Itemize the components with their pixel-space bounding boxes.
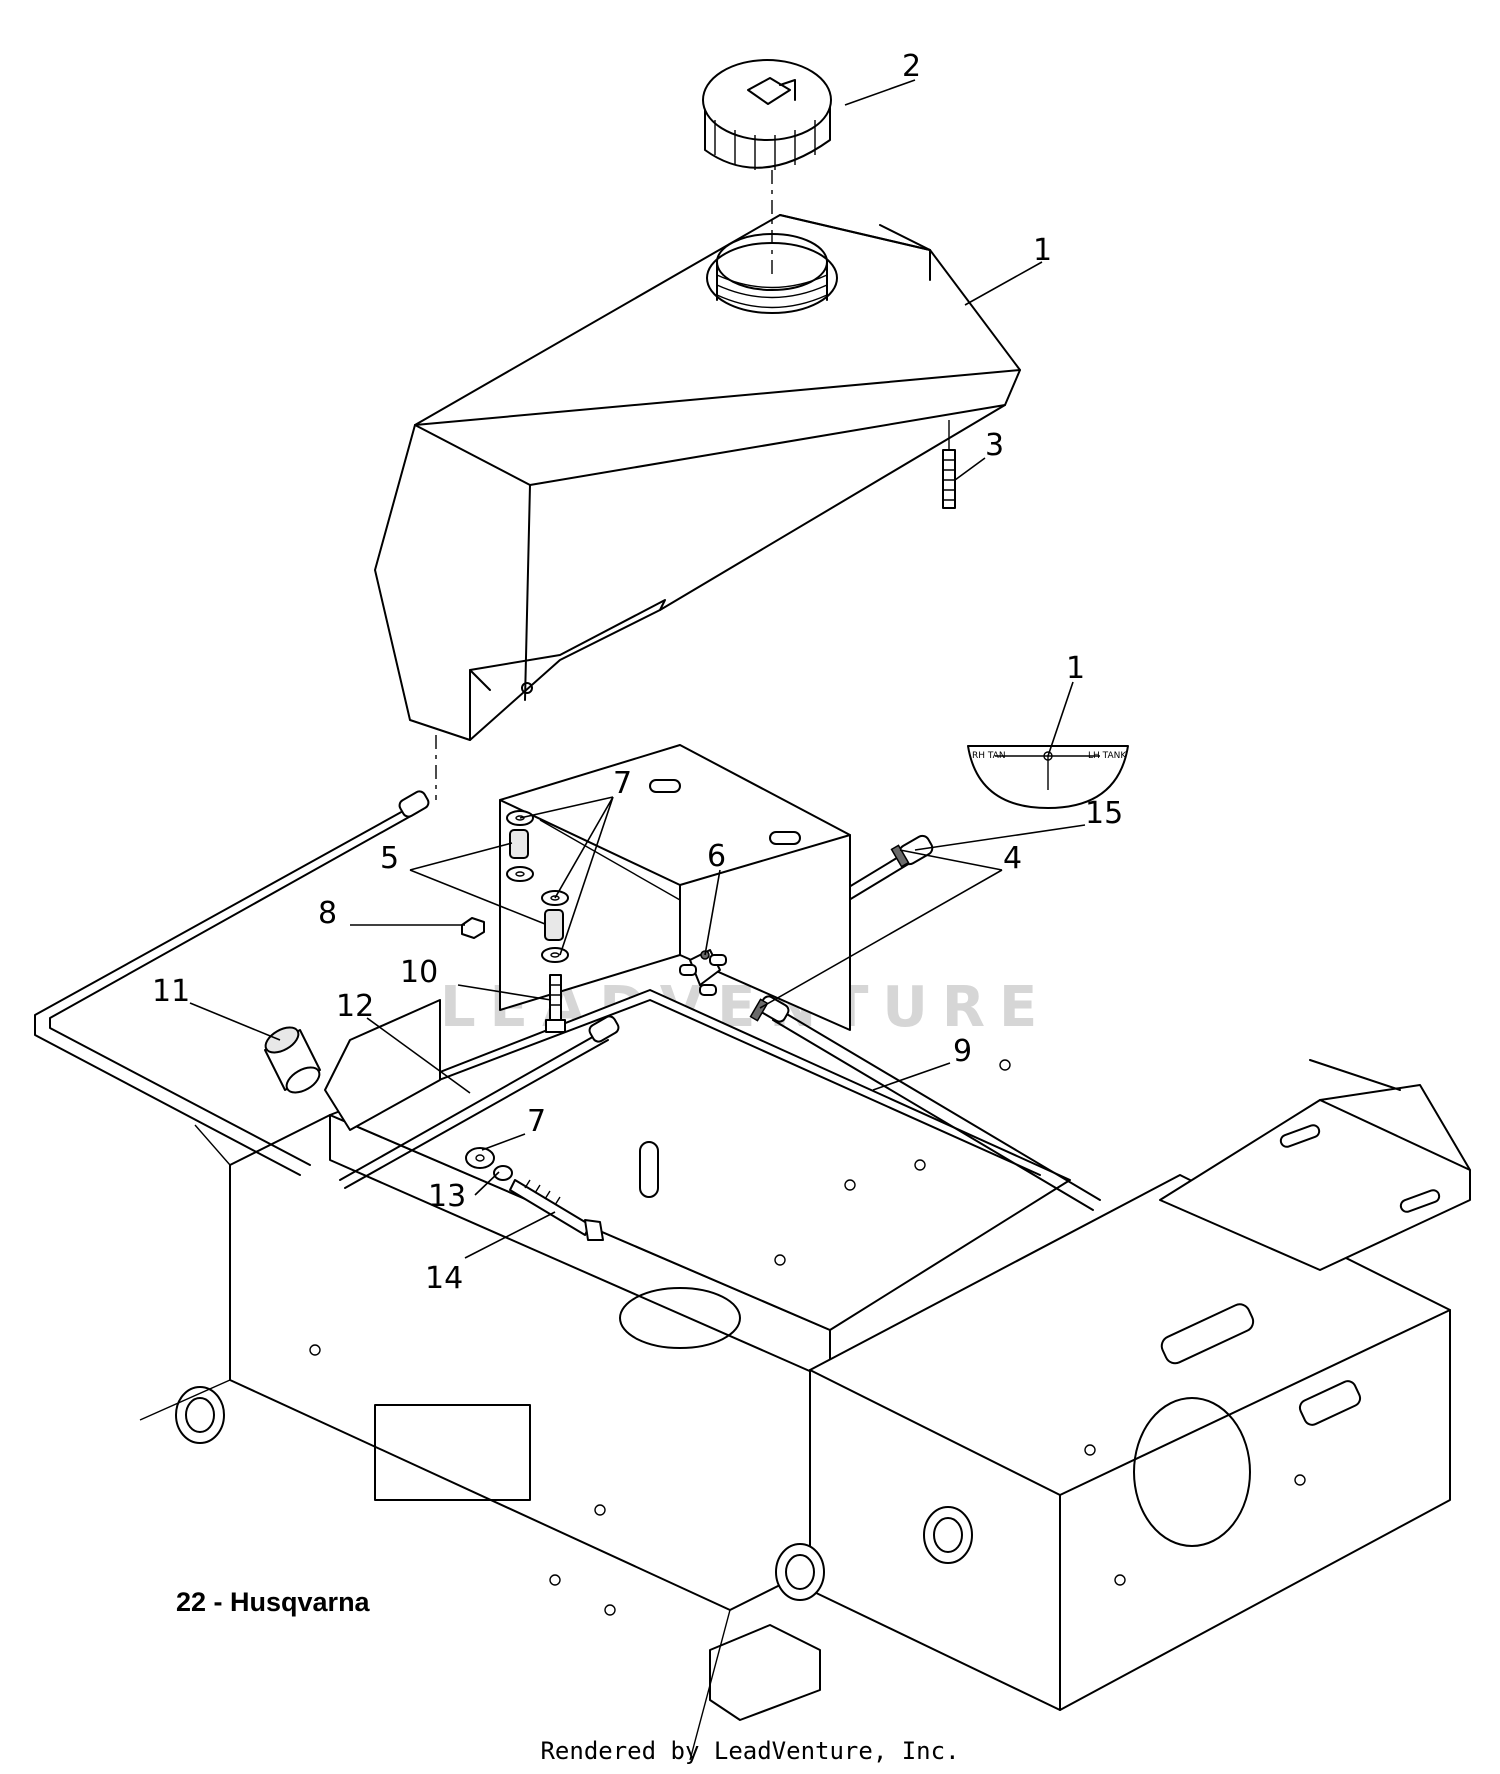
mower-frame	[139, 989, 1471, 1761]
mount-hardware-stack	[461, 810, 569, 1033]
render-credit: Rendered by LeadVenture, Inc.	[540, 1737, 960, 1765]
callout-5: 5	[380, 841, 399, 876]
leader-lines	[189, 79, 1086, 1259]
fuel-cap	[702, 59, 832, 170]
callout-1-decal: 1	[1066, 651, 1085, 686]
bolt-assembly	[465, 1147, 604, 1241]
stud	[942, 420, 956, 509]
callout-13: 13	[428, 1179, 466, 1214]
callout-10: 10	[400, 955, 438, 990]
callout-12: 12	[336, 989, 374, 1024]
shutoff-valve	[679, 949, 727, 996]
callout-8: 8	[318, 896, 337, 931]
callout-15: 15	[1085, 796, 1123, 831]
decal-rh-label: RH TAN	[972, 751, 1006, 761]
fuel-lines	[34, 790, 1101, 1211]
model-caption: 22 - Husqvarna	[176, 1587, 370, 1617]
callout-11: 11	[152, 974, 190, 1009]
tank-support-box	[499, 744, 851, 1031]
callout-7-bottom: 7	[527, 1104, 546, 1139]
callout-7-top: 7	[613, 766, 632, 801]
callout-1-tank: 1	[1033, 233, 1052, 268]
fuel-tank	[374, 170, 1021, 800]
callout-2: 2	[902, 49, 921, 84]
callout-14: 14	[425, 1261, 463, 1296]
callout-3: 3	[985, 428, 1004, 463]
callout-6: 6	[707, 839, 726, 874]
spacer	[264, 1026, 321, 1094]
valve-decal: RH TAN LH TANK	[967, 745, 1129, 809]
callout-4: 4	[1003, 841, 1022, 876]
callout-labels: 2 1 3 1 7 15 6 4 5 8 10 11 12 9 7 13 14	[152, 49, 1123, 1296]
decal-lh-label: LH TANK	[1088, 751, 1127, 761]
callout-9: 9	[953, 1034, 972, 1069]
